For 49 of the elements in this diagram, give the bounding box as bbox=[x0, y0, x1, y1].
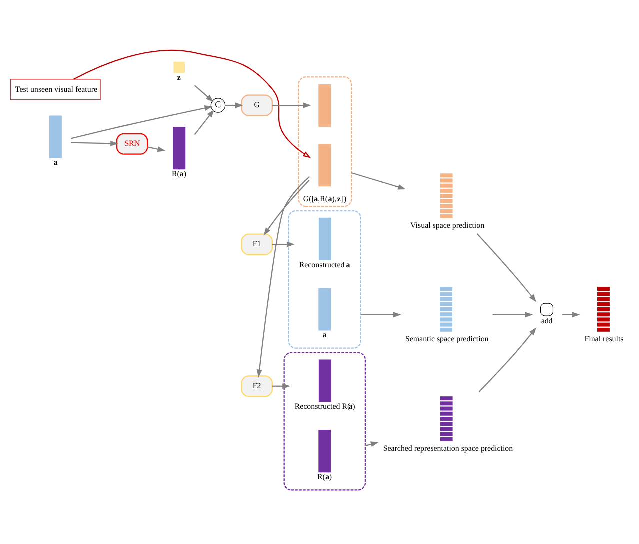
node-label: a bbox=[322, 330, 327, 340]
node-label: Visual space prediction bbox=[410, 220, 485, 230]
node-bar bbox=[318, 84, 332, 127]
arrow bbox=[562, 312, 580, 318]
arrow bbox=[272, 102, 312, 108]
node-label: Searched representation space prediction bbox=[383, 444, 514, 453]
arrow bbox=[74, 49, 311, 158]
cluster: G([a,R(a),z]) bbox=[298, 76, 352, 207]
node-bar bbox=[173, 126, 186, 170]
node-box: SRN bbox=[116, 132, 148, 154]
node-label: Final results bbox=[584, 334, 624, 344]
arrow bbox=[71, 105, 213, 139]
node-bar bbox=[318, 359, 332, 402]
node-bar bbox=[318, 288, 332, 330]
cluster bbox=[288, 210, 362, 348]
node-label: Reconstructed a bbox=[299, 260, 350, 269]
node-box bbox=[174, 61, 186, 73]
node-bar bbox=[49, 115, 62, 158]
node-label: add bbox=[541, 316, 553, 326]
node-label: Semantic space prediction bbox=[405, 334, 489, 344]
arrow bbox=[264, 179, 310, 236]
node-bar bbox=[318, 144, 332, 186]
arrow bbox=[256, 176, 310, 378]
node-label: R(a) bbox=[172, 169, 187, 178]
arrow bbox=[225, 102, 244, 108]
node-label: Reconstructed R(a) bbox=[294, 402, 356, 411]
node-bar bbox=[318, 430, 332, 472]
arrow bbox=[492, 312, 534, 318]
node-label: R(a) bbox=[318, 472, 332, 482]
arrow bbox=[365, 441, 379, 447]
node-box: F2 bbox=[241, 375, 273, 397]
node-label: a bbox=[54, 158, 58, 167]
arrow bbox=[148, 146, 166, 152]
node-circle: C bbox=[210, 98, 226, 112]
arrow bbox=[194, 84, 214, 102]
arrow bbox=[478, 327, 537, 392]
node-box: Test unseen visual feature bbox=[10, 78, 101, 100]
node-box: G bbox=[241, 94, 273, 116]
node-label: z bbox=[177, 72, 181, 82]
arrow bbox=[351, 172, 406, 190]
arrow bbox=[272, 383, 291, 389]
node-bar bbox=[318, 217, 332, 260]
arrow bbox=[71, 140, 119, 146]
node-circle bbox=[540, 302, 554, 316]
node-box: F1 bbox=[241, 233, 273, 255]
arrow bbox=[194, 109, 214, 135]
arrow bbox=[360, 312, 402, 318]
arrow bbox=[476, 232, 537, 302]
arrow bbox=[272, 241, 295, 247]
